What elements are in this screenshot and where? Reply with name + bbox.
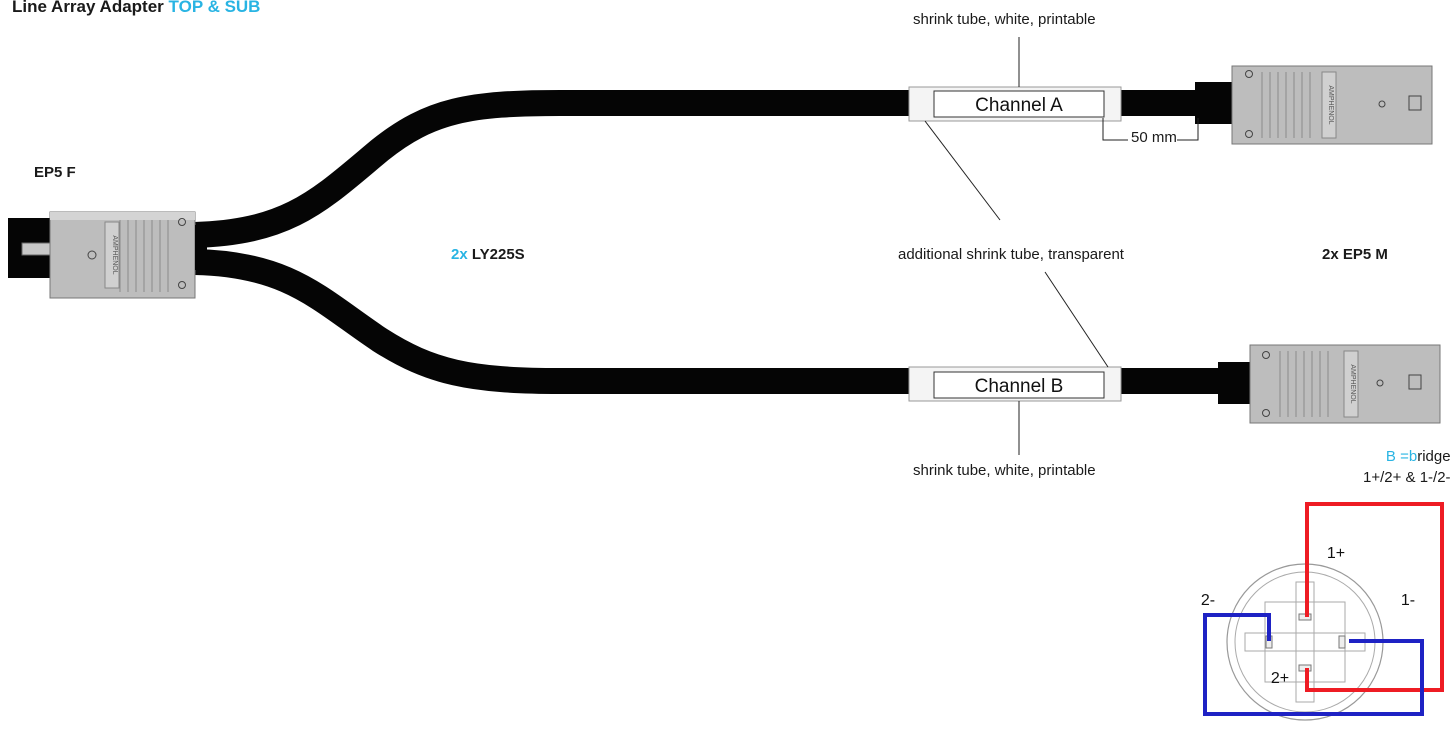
shrink-tube-b: Channel B — [908, 366, 1122, 402]
channel-b-label: Channel B — [975, 376, 1064, 397]
ep5f-label: EP5 F — [34, 164, 76, 181]
svg-text:AMPHENOL: AMPHENOL — [1327, 85, 1334, 124]
svg-text:AMPHENOL: AMPHENOL — [1349, 364, 1356, 403]
shrink-tube-a: Channel A — [908, 86, 1122, 122]
ep5f-connector: AMPHENOL — [8, 211, 207, 299]
cable-b — [194, 249, 1225, 394]
screw-icon — [1245, 130, 1253, 138]
title-accent: TOP & SUB — [168, 0, 261, 16]
pin-1plus: 1+ — [1327, 545, 1345, 562]
ep5m-label: 2x EP5 M — [1322, 246, 1388, 263]
ep5m-connector-b: AMPHENOL — [1218, 344, 1441, 424]
screw-icon — [1245, 70, 1253, 78]
cable-label: 2x LY225S — [451, 246, 525, 263]
distance-label: 50 mm — [1131, 129, 1177, 146]
screw-icon — [1262, 351, 1270, 359]
page-title: Line Array Adapter TOP & SUB — [12, 0, 260, 17]
screw-icon — [1262, 409, 1270, 417]
channel-a-label: Channel A — [975, 95, 1063, 116]
screw-icon — [178, 218, 186, 226]
cable-type: LY225S — [471, 246, 525, 263]
screw-icon — [1378, 100, 1386, 108]
screw-icon — [178, 281, 186, 289]
pin-2plus: 2+ — [1271, 670, 1289, 687]
ep5m-connector-a: AMPHENOL — [1195, 65, 1433, 145]
pin-2minus: 2- — [1201, 592, 1215, 609]
shrink-tube-top-label: shrink tube, white, printable — [913, 11, 1096, 28]
pin-1minus: 1- — [1401, 592, 1415, 609]
pin-diagram: 1+ 1- 2- 2+ — [1201, 502, 1444, 721]
leader-lines — [924, 37, 1199, 455]
additional-shrink-label: additional shrink tube, transparent — [898, 246, 1124, 263]
shrink-tube-bottom-label: shrink tube, white, printable — [913, 462, 1096, 479]
title-main: Line Array Adapter — [12, 0, 164, 16]
bridge-legend: B =bridge 1+/2+ & 1-/2- — [1363, 446, 1451, 488]
cable-a — [194, 90, 1205, 248]
amphenol-mark: AMPHENOL — [111, 235, 118, 274]
screw-icon — [1376, 379, 1384, 387]
cable-count: 2x — [451, 246, 468, 263]
bridge-line-1: B =bridge — [1385, 448, 1451, 465]
bridge-line-2: 1+/2+ & 1-/2- — [1363, 469, 1451, 486]
screw-icon — [87, 250, 97, 260]
